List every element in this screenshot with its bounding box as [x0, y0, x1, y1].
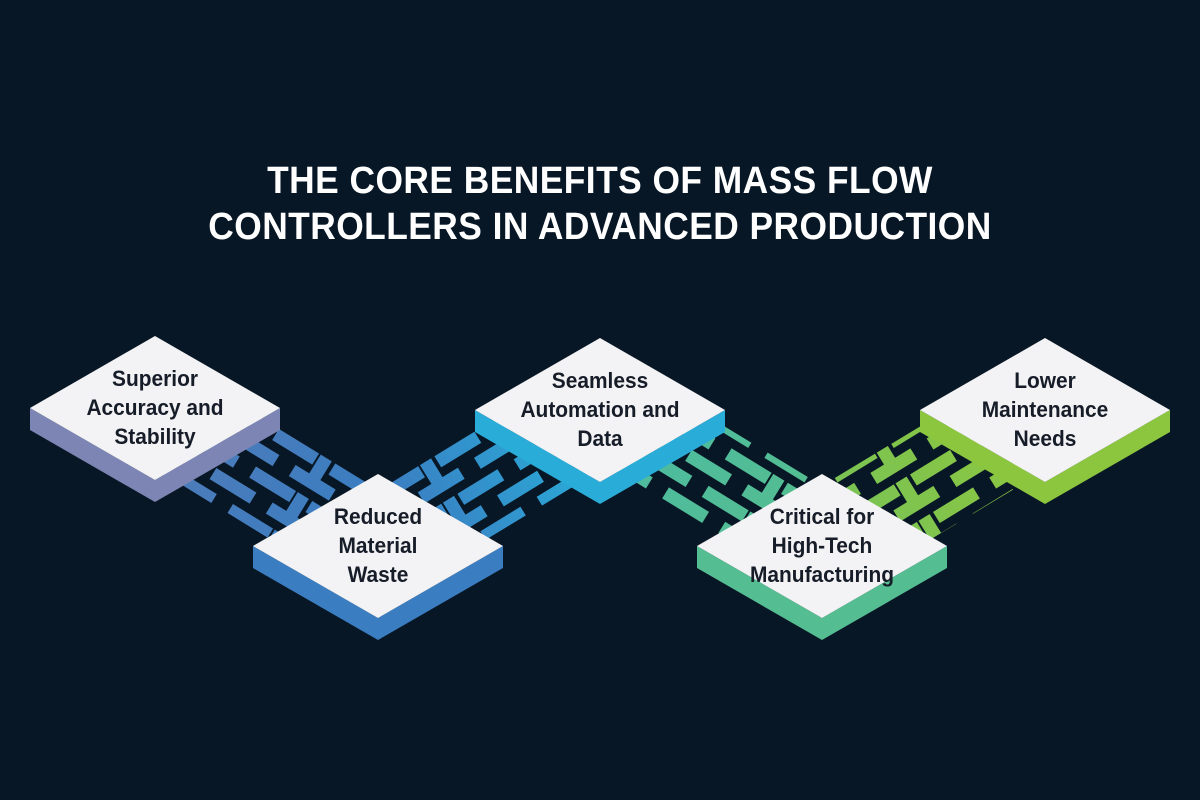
node-diamond-5: [920, 338, 1170, 504]
diamond-4-side-right: [822, 546, 947, 640]
node-label-4-line-2: High-Tech: [771, 533, 873, 558]
node-label-2-line-1: Reduced: [333, 504, 423, 529]
node-label-1-line-2: Accuracy and: [86, 395, 224, 420]
diamond-4-side-left: [697, 546, 822, 640]
node-label-5-line-1: Lower: [1014, 368, 1076, 393]
node-label-4: Critical for High-Tech Manufacturing: [718, 502, 927, 589]
page-title-line-1: THE CORE BENEFITS OF MASS FLOW: [267, 160, 933, 202]
diamond-2-side-left: [253, 546, 378, 640]
node-label-1-line-3: Stability: [114, 424, 196, 449]
node-label-3-line-2: Automation and: [520, 397, 680, 422]
node-label-2-line-2: Material: [338, 533, 418, 558]
diamond-5-side-left: [920, 410, 1045, 504]
diamond-2-top-face: [253, 474, 503, 618]
node-label-5: Lower Maintenance Needs: [941, 366, 1150, 453]
node-label-2-line-3: Waste: [347, 562, 409, 587]
diamond-1-side-left: [30, 408, 155, 502]
node-diamond-1: [30, 336, 280, 502]
diamond-3-side-right: [600, 410, 725, 504]
node-label-3-line-3: Data: [577, 426, 623, 451]
node-label-3: Seamless Automation and Data: [496, 366, 705, 453]
diamond-2-side-right: [378, 546, 503, 640]
diamond-5-side-right: [1045, 410, 1170, 504]
node-label-3-line-1: Seamless: [551, 368, 649, 393]
page-title-line-2: CONTROLLERS IN ADVANCED PRODUCTION: [208, 206, 992, 248]
node-label-5-line-2: Maintenance: [981, 397, 1109, 422]
node-label-1: Superior Accuracy and Stability: [51, 364, 260, 451]
node-label-2: Reduced Material Waste: [274, 502, 483, 589]
diamond-3-top-face: [475, 338, 725, 482]
node-diamond-3: [475, 338, 725, 504]
diamond-4-top-face: [697, 474, 947, 618]
diamond-3-side-left: [475, 410, 600, 504]
node-label-1-line-1: Superior: [112, 366, 198, 391]
diamond-1-top-face: [30, 336, 280, 480]
page-title: THE CORE BENEFITS OF MASS FLOW CONTROLLE…: [42, 158, 1158, 250]
node-label-5-line-3: Needs: [1013, 426, 1077, 451]
node-label-4-line-1: Critical for: [769, 504, 875, 529]
node-diamond-2: [253, 474, 503, 640]
node-label-4-line-3: Manufacturing: [750, 562, 894, 587]
diamond-5-top-face: [920, 338, 1170, 482]
node-diamond-4: [697, 474, 947, 640]
diamond-1-side-right: [155, 408, 280, 502]
